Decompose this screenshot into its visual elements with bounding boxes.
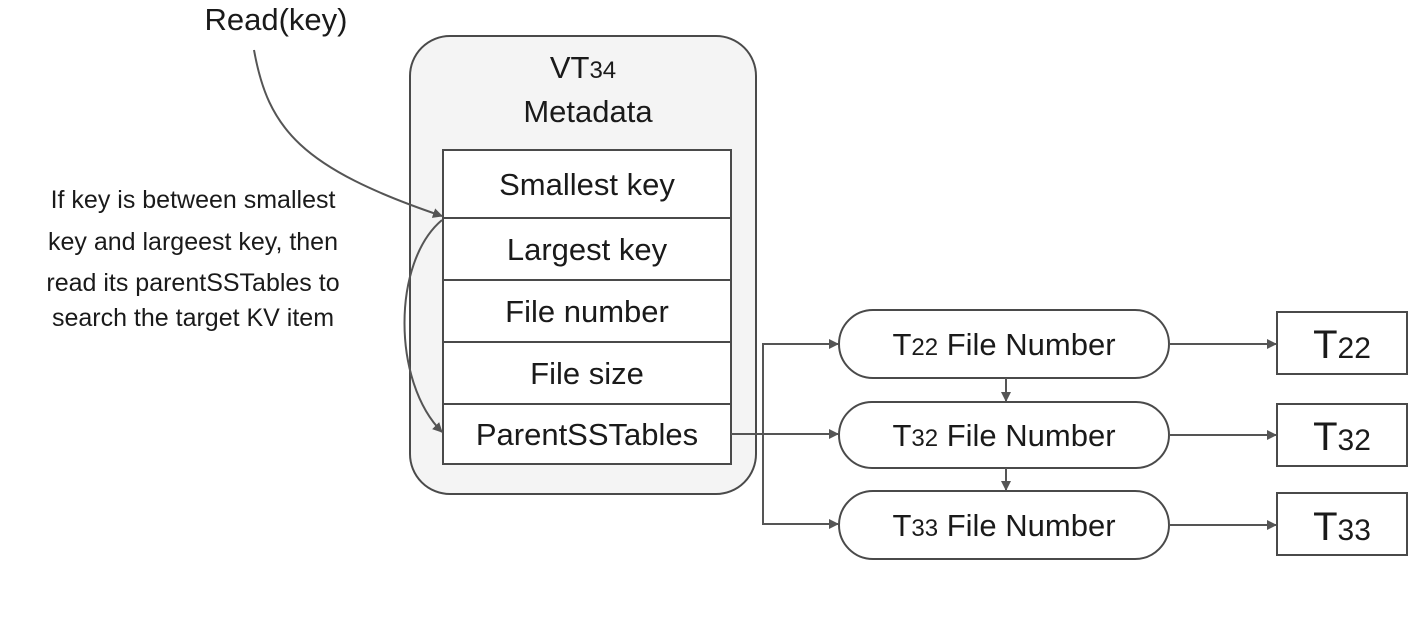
field-parent-sstables-label: ParentSSTables: [476, 417, 698, 452]
parent-lookup-arrow: [403, 219, 443, 433]
note-line-3: read its parentSSTables to: [46, 269, 339, 297]
table-t22-label: T22: [1313, 323, 1371, 367]
metadata-title: VT34: [550, 50, 616, 85]
metadata-subtitle: Metadata: [523, 94, 653, 129]
parent-to-t33-arrow: [762, 434, 839, 529]
table-t32-label: T32: [1313, 415, 1371, 459]
read-label: Read(key): [205, 2, 348, 37]
table-t22: [1276, 311, 1408, 375]
file-node-t22-label: T22 File Number: [892, 327, 1115, 362]
field-file-size-label: File size: [530, 356, 644, 391]
table-t32: [1276, 403, 1408, 467]
file-node-t33-label: T33 File Number: [892, 508, 1115, 543]
field-largest-key-label: Largest key: [507, 232, 668, 267]
field-parent-sstables: [442, 403, 732, 465]
field-smallest-key-label: Smallest key: [499, 167, 675, 202]
note-line-2: key and largeest key, then: [48, 228, 338, 256]
table-t33: [1276, 492, 1408, 556]
read-arrow: [253, 49, 443, 218]
field-smallest-key: [442, 149, 732, 219]
note-line-1: If key is between smallest: [51, 186, 336, 214]
parent-to-t22-arrow: [762, 339, 839, 434]
file-node-t32-label: T32 File Number: [892, 418, 1115, 453]
table-t33-label: T33: [1313, 505, 1371, 549]
field-file-number-label: File number: [505, 294, 669, 329]
note-line-4: search the target KV item: [52, 304, 334, 332]
